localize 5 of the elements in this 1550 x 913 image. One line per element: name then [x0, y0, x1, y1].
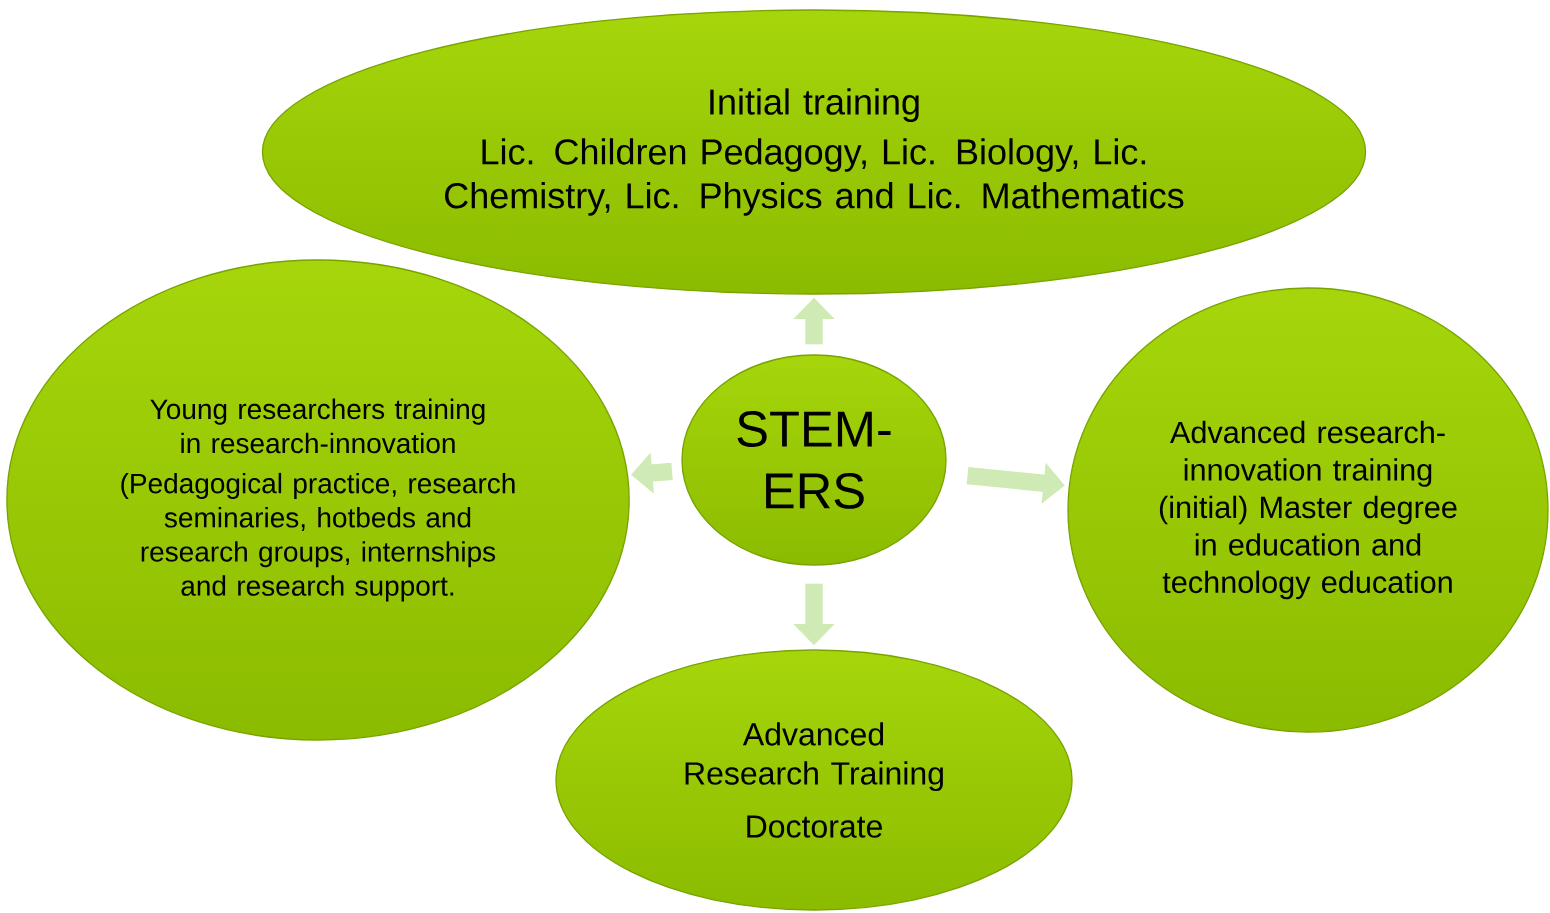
ellipse-node: Advanced research-innovation training (initial) Master degree in education and technology education	[1067, 287, 1549, 733]
ellipse-node: Initial training Lic. Children Pedagogy, Lic. Biology, Lic. Chemistry, Lic. Physics and Lic. Mathematics	[261, 9, 1367, 295]
ellipse-node: Young researchers training in research-innovation (Pedagogical practice, research seminaries, hotbeds and research groups, internships and research support.	[6, 259, 630, 741]
ellipse-node: Advanced Research Training Doctorate	[555, 649, 1073, 911]
ellipse-node: STEM-ERS	[681, 354, 947, 566]
